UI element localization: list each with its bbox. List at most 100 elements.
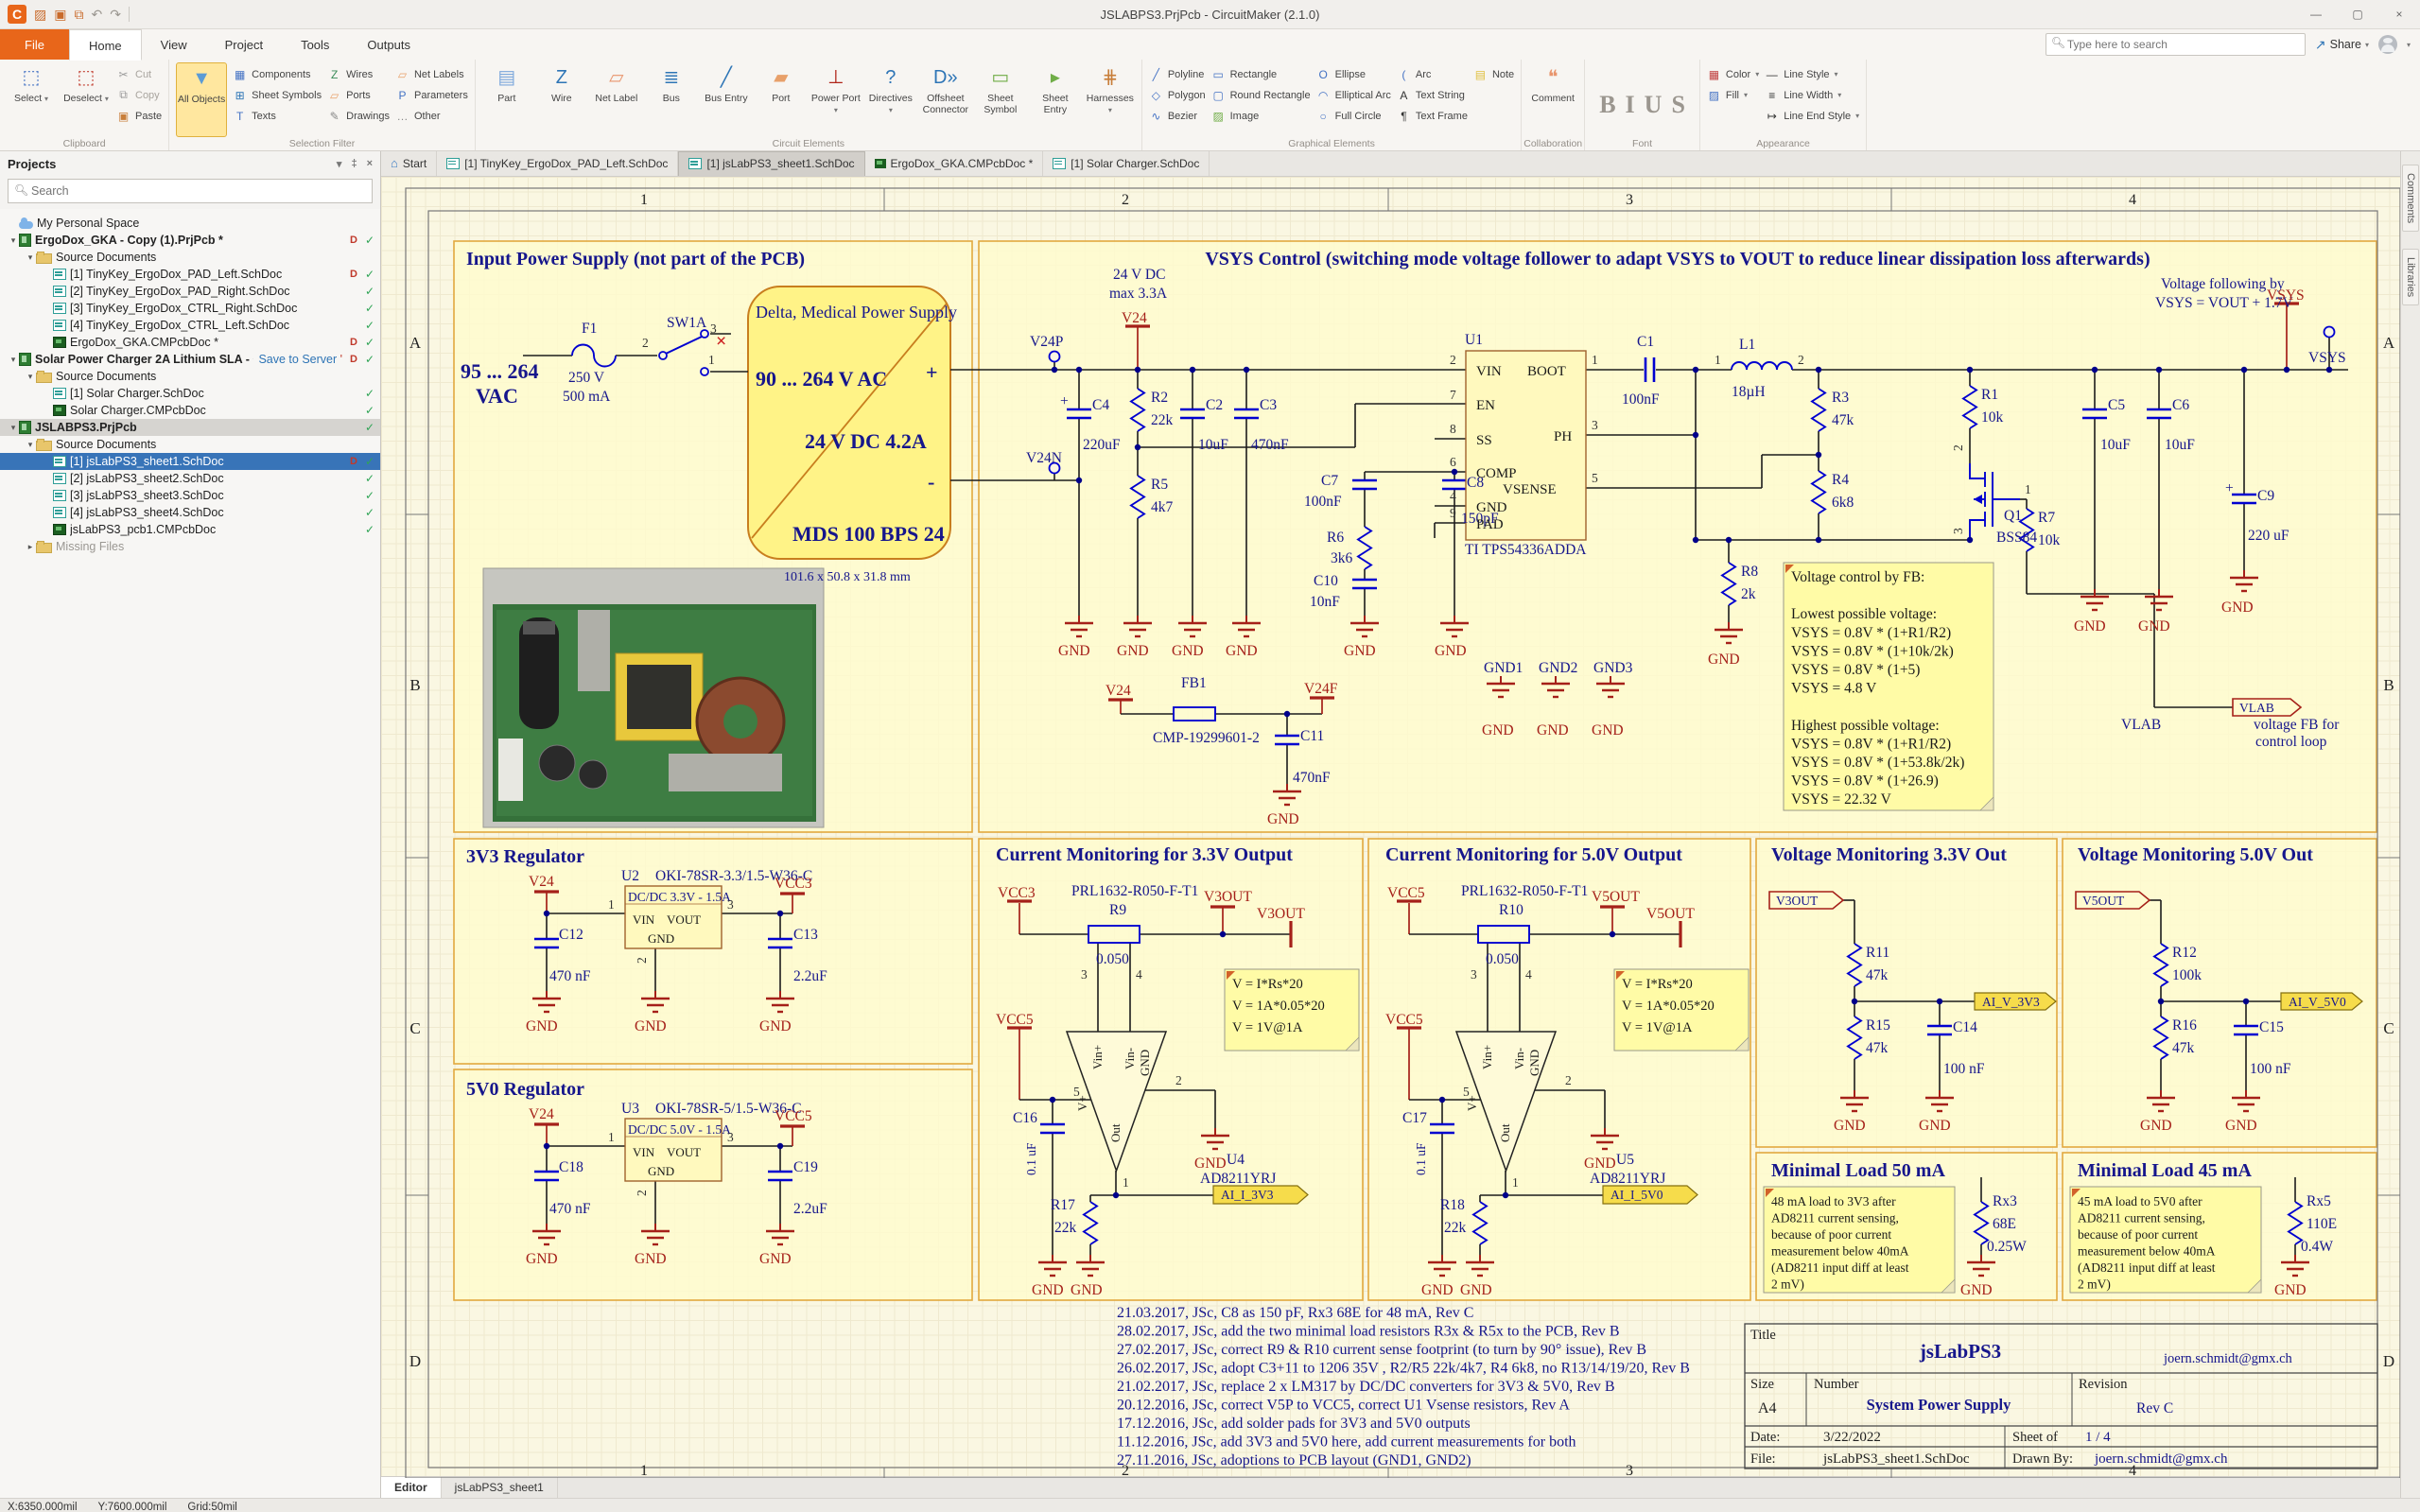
ribbon-item-sheet-symbols[interactable]: ⊞Sheet Symbols: [233, 85, 322, 105]
ribbon-item-line-end-style[interactable]: ↦Line End Style▾: [1765, 106, 1859, 126]
doc-tab[interactable]: ⌂ Start: [381, 151, 438, 176]
ribbon-tab-file[interactable]: File: [0, 29, 69, 60]
ribbon-button-comment[interactable]: ❝Comment: [1528, 62, 1577, 137]
font-s-button[interactable]: S: [1671, 90, 1685, 118]
tree-item[interactable]: ▸ Missing Files: [27, 540, 125, 553]
tree-item[interactable]: [1] TinyKey_ErgoDox_PAD_Left.SchDoc D✓: [0, 266, 380, 283]
projects-panel-icon-0[interactable]: ▾: [336, 159, 342, 170]
ribbon-button-all-objects[interactable]: ▼All Objects: [176, 62, 228, 137]
rail-tab-comments[interactable]: Comments: [2402, 165, 2419, 233]
ribbon-tab-home[interactable]: Home: [68, 29, 142, 61]
ribbon-tab-view[interactable]: View: [160, 38, 187, 52]
doc-tab[interactable]: [1] TinyKey_ErgoDox_PAD_Left.SchDoc: [437, 151, 679, 176]
ribbon-button-port[interactable]: ▰Port: [757, 62, 806, 137]
ribbon-item-ports[interactable]: ▱Ports: [327, 85, 390, 105]
ribbon-item-cut[interactable]: ✂Cut: [116, 64, 162, 84]
ribbon-tab-tools[interactable]: Tools: [301, 38, 330, 52]
ribbon-item-polyline[interactable]: ╱Polyline: [1149, 64, 1206, 84]
maximize-button[interactable]: ▢: [2352, 8, 2363, 21]
tree-item[interactable]: [3] TinyKey_ErgoDox_CTRL_Right.SchDoc ✓: [0, 300, 380, 317]
open-icon[interactable]: ▨: [34, 6, 47, 22]
ribbon-item-round-rectangle[interactable]: ▢Round Rectangle: [1212, 88, 1311, 102]
ribbon-item-paste[interactable]: ▣Paste: [117, 109, 163, 123]
tree-item[interactable]: jsLabPS3_pcb1.CMPcbDoc ✓: [0, 521, 380, 538]
save-icon[interactable]: ▣: [54, 6, 67, 22]
ribbon-tab-outputs[interactable]: Outputs: [367, 38, 410, 52]
editor-tab-editor[interactable]: Editor: [381, 1477, 442, 1498]
projects-panel-icon-2[interactable]: ×: [366, 158, 373, 169]
font-b-button[interactable]: B: [1599, 90, 1616, 118]
share-button[interactable]: ↗ Share▾: [2314, 36, 2369, 52]
ribbon-item-line-width[interactable]: ≡Line Width▾: [1765, 85, 1859, 105]
ribbon-item-full-circle[interactable]: ○Full Circle: [1316, 106, 1391, 126]
tree-item[interactable]: [1] jsLabPS3_sheet1.SchDoc D✓: [0, 453, 380, 470]
tree-item[interactable]: ▾ Solar Power Charger 2A Lithium SLA - C…: [10, 353, 374, 366]
font-i-button[interactable]: I: [1625, 90, 1635, 118]
save-all-icon[interactable]: ⧉: [74, 6, 84, 22]
ribbon-item-copy[interactable]: ⧉Copy: [116, 85, 162, 105]
search-input[interactable]: [2045, 33, 2306, 56]
ribbon-item-note[interactable]: ▤Note: [1474, 67, 1515, 81]
ribbon-item-color[interactable]: ▦Color▾: [1708, 67, 1760, 81]
tree-item[interactable]: Solar Charger.CMPcbDoc ✓: [0, 402, 380, 419]
tree-item[interactable]: [4] jsLabPS3_sheet4.SchDoc ✓: [0, 504, 380, 521]
tree-item[interactable]: ▾ Source Documents: [27, 251, 157, 264]
tree-item[interactable]: ▾ Source Documents: [27, 438, 157, 451]
tree-item[interactable]: ▾ JSLABPS3.PrjPcb ✓: [0, 419, 380, 436]
redo-icon[interactable]: ↷: [110, 6, 121, 22]
close-button[interactable]: ×: [2395, 8, 2403, 21]
ribbon-item-polygon[interactable]: ◇Polygon: [1149, 85, 1206, 105]
ribbon-button-offsheet-connector[interactable]: D»Offsheet Connector: [921, 62, 970, 137]
tree-item[interactable]: [4] TinyKey_ErgoDox_CTRL_Left.SchDoc ✓: [0, 317, 380, 334]
ribbon-button-sheet-entry[interactable]: ▸Sheet Entry: [1031, 62, 1080, 137]
ribbon-item-elliptical-arc[interactable]: ◠Elliptical Arc: [1316, 85, 1391, 105]
ribbon-item-bezier[interactable]: ∿Bezier: [1149, 106, 1206, 126]
ribbon-tab-project[interactable]: Project: [224, 38, 264, 52]
ribbon-button-directives[interactable]: ?Directives ▾: [866, 62, 915, 137]
doc-tab[interactable]: [1] Solar Charger.SchDoc: [1043, 151, 1210, 176]
doc-tab[interactable]: ErgoDox_GKA.CMPcbDoc *: [865, 151, 1044, 176]
ribbon-button-bus-entry[interactable]: ╱Bus Entry: [702, 62, 751, 137]
ribbon-button-net-label[interactable]: ▱Net Label: [592, 62, 641, 137]
ribbon-item-fill[interactable]: ▨Fill▾: [1708, 88, 1748, 102]
font-u-button[interactable]: U: [1644, 90, 1663, 118]
doc-tab[interactable]: [1] jsLabPS3_sheet1.SchDoc: [678, 151, 865, 176]
ribbon-item-image[interactable]: ▨Image: [1212, 109, 1260, 123]
tree-item[interactable]: My Personal Space: [0, 215, 380, 232]
ribbon-item-other[interactable]: …Other: [396, 109, 441, 123]
ribbon-button-deselect[interactable]: ⬚Deselect ▾: [61, 62, 111, 137]
rail-tab-libraries[interactable]: Libraries: [2402, 249, 2419, 306]
ribbon-button-select[interactable]: ⬚Select ▾: [7, 62, 56, 137]
tree-item[interactable]: ErgoDox_GKA.CMPcbDoc * D✓: [0, 334, 380, 351]
account-dropdown-icon[interactable]: ▾: [2406, 40, 2411, 49]
tree-item[interactable]: [2] TinyKey_ErgoDox_PAD_Right.SchDoc ✓: [0, 283, 380, 300]
save-to-server-link[interactable]: Save to Server ': [258, 353, 342, 366]
ribbon-button-sheet-symbol[interactable]: ▭Sheet Symbol: [976, 62, 1025, 137]
editor-tab-jslabps3_sheet1[interactable]: jsLabPS3_sheet1: [442, 1477, 558, 1498]
ribbon-button-bus[interactable]: ≣Bus: [647, 62, 696, 137]
ribbon-item-text-frame[interactable]: ¶Text Frame: [1397, 106, 1468, 126]
ribbon-item-rectangle[interactable]: ▭Rectangle: [1212, 67, 1278, 81]
ribbon-item-arc[interactable]: (Arc: [1397, 64, 1468, 84]
ribbon-item-line-style[interactable]: —Line Style▾: [1766, 67, 1838, 81]
tree-item[interactable]: [3] jsLabPS3_sheet3.SchDoc ✓: [0, 487, 380, 504]
undo-icon[interactable]: ↶: [91, 6, 103, 22]
ribbon-button-part[interactable]: ▤Part: [482, 62, 531, 137]
tree-item[interactable]: ▾ Source Documents: [27, 370, 157, 383]
tree-item[interactable]: [1] Solar Charger.SchDoc ✓: [0, 385, 380, 402]
ribbon-item-drawings[interactable]: ✎Drawings: [327, 106, 390, 126]
tree-item[interactable]: ▾ ErgoDox_GKA - Copy (1).PrjPcb * D✓: [10, 234, 374, 247]
ribbon-button-power-port[interactable]: ⊥Power Port ▾: [811, 62, 861, 137]
avatar[interactable]: [2377, 35, 2397, 54]
ribbon-item-components[interactable]: ▦Components: [234, 67, 311, 81]
ribbon-button-harnesses[interactable]: ⋕Harnesses ▾: [1086, 62, 1135, 137]
projects-panel-icon-1[interactable]: ‡: [351, 158, 357, 169]
projects-search-input[interactable]: [8, 179, 373, 203]
